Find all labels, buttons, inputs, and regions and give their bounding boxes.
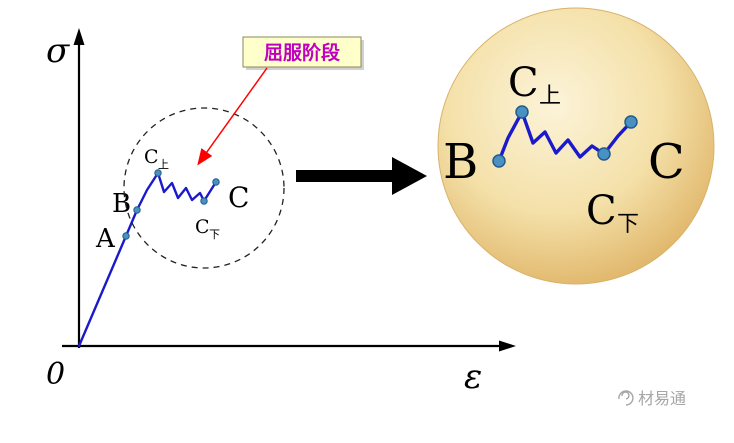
inset-point-c-label: C xyxy=(648,134,685,190)
origin-label: 0 xyxy=(46,357,65,392)
magnified-circle xyxy=(437,7,715,285)
point-c-label: C xyxy=(228,181,249,214)
inset-point-c-upper-label: C xyxy=(508,60,539,106)
yield-callout-box xyxy=(242,36,362,68)
dashed-focus-circle xyxy=(123,107,285,269)
stress-strain-curve xyxy=(77,171,218,348)
inset-point-c-upper-dot xyxy=(515,105,529,119)
inset-point-c-dot xyxy=(624,115,638,129)
zoom-arrow xyxy=(296,157,427,195)
watermark: 材易通 xyxy=(618,389,686,408)
watermark-text: 材易通 xyxy=(638,389,686,408)
watermark-icon xyxy=(618,390,634,406)
yield-stage-label: 屈服阶段 xyxy=(264,41,341,64)
inset-point-c-lower-subscript: 下 xyxy=(617,212,639,237)
point-b-label: B xyxy=(112,189,131,219)
inset-point-c-lower-label: C xyxy=(586,188,617,234)
x-axis-arrowhead xyxy=(499,340,516,352)
inset-point-c-lower-dot xyxy=(597,147,611,161)
point-c-dot xyxy=(212,178,220,186)
point-c-upper-subscript: 上 xyxy=(158,158,169,171)
point-a-dot xyxy=(122,232,130,240)
point-a-label: A xyxy=(95,224,116,254)
inset-point-b-label: B xyxy=(443,134,478,190)
inset-point-b-dot xyxy=(492,154,506,168)
point-c-lower-subscript: 下 xyxy=(209,228,220,241)
point-c-upper-label: C xyxy=(144,146,159,168)
sigma-axis-label: σ xyxy=(46,31,70,71)
red-pointer-arrow xyxy=(197,67,268,166)
y-axis-arrowhead xyxy=(73,28,85,45)
inset-point-c-upper-subscript: 上 xyxy=(539,84,561,109)
point-c-upper-dot xyxy=(154,169,162,177)
point-c-lower-label: C xyxy=(195,216,210,238)
point-b-dot xyxy=(133,206,141,214)
epsilon-axis-label: ε xyxy=(464,357,482,397)
point-c-lower-dot xyxy=(200,197,208,205)
